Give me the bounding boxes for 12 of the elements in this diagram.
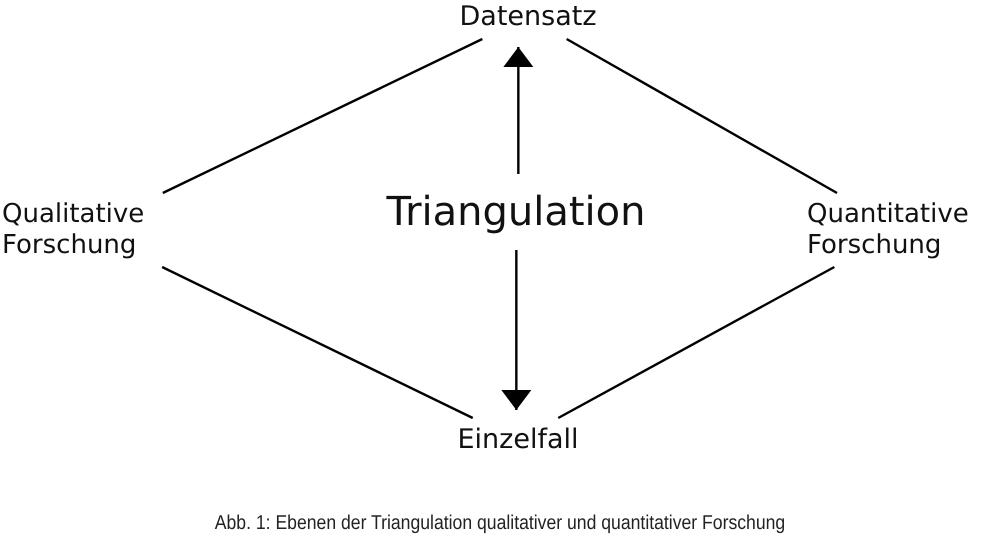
connector-line: [558, 266, 835, 420]
connector-line: [162, 266, 474, 420]
node-label: Einzelfall: [458, 424, 578, 456]
node-label: Datensatz: [459, 0, 597, 34]
connector-line: [566, 38, 838, 194]
connector-line: [162, 38, 483, 194]
figure-caption: Abb. 1: Ebenen der Triangulation qualitativer und quantitativer Forschung: [214, 512, 786, 535]
node-label: Quantitative Forschung: [807, 198, 997, 262]
arrow: [503, 47, 534, 174]
node-label: Triangulation: [386, 188, 646, 236]
arrow: [501, 250, 532, 410]
node-label: Qualitative Forschung: [2, 198, 170, 262]
